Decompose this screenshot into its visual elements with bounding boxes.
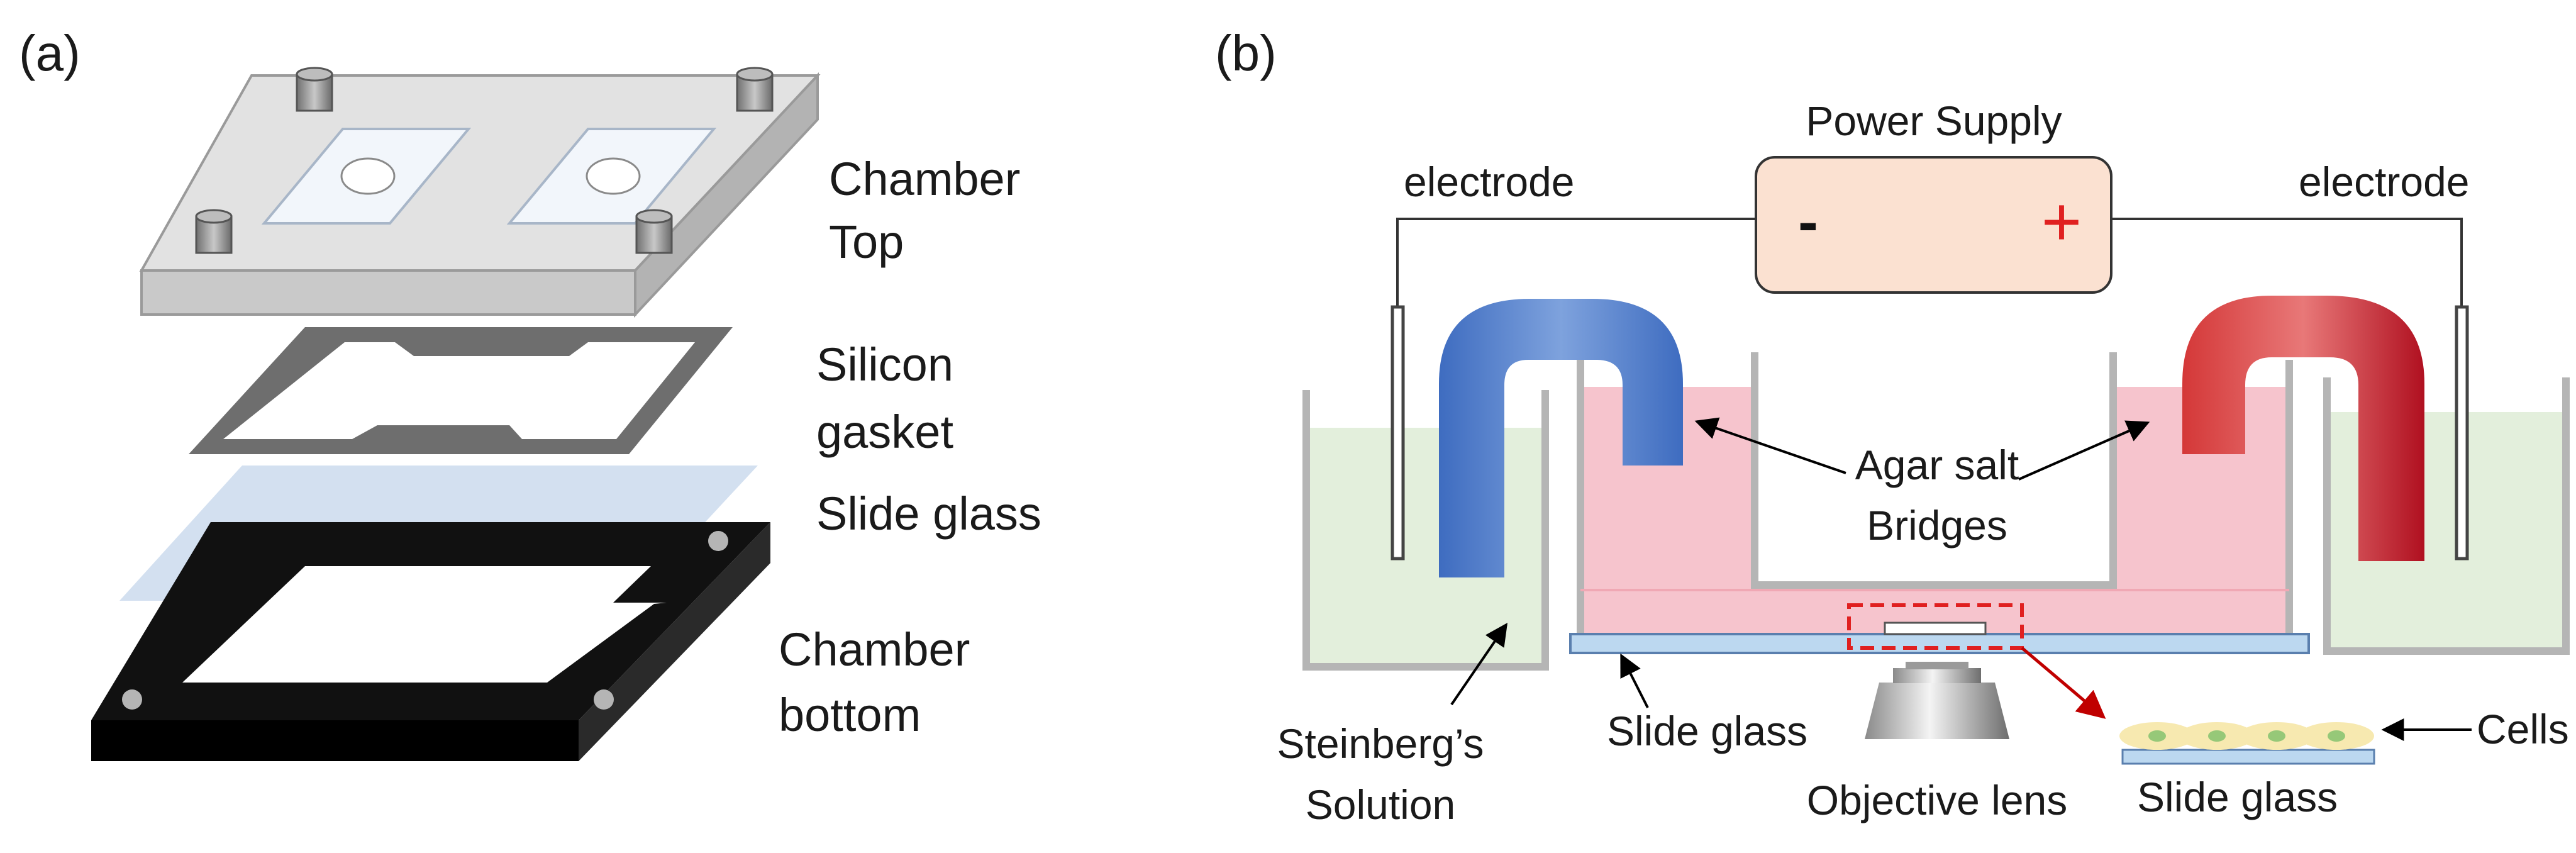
electrode-label-left: electrode [1404,159,1575,205]
panel-a: (a) [19,25,1041,761]
cell-nucleus [2328,730,2345,742]
agar-bridge-red [2182,296,2424,561]
slide-glass-center [1569,633,2310,654]
cells-inset [2119,722,2375,765]
agar-bridge-blue [1439,299,1683,577]
steinberg-label-1: Steinberg’s [1277,720,1484,767]
chamber-bottom-front [91,720,579,761]
chamber-top-front [140,269,636,316]
chamber-bottom-dot [708,531,728,551]
chamber-bottom-dot [122,689,142,710]
arrow-slide-glass [1620,653,1649,708]
cell-nucleus [2148,730,2166,742]
chamber-top [139,67,821,318]
wire-right [2111,218,2463,315]
objective-lens-tip [1893,668,1981,683]
power-supply-box [1755,156,2112,294]
chamber-bottom-label-2: bottom [779,689,921,741]
chamber-top-side [634,72,819,318]
beaker-left [1302,390,1549,671]
plus-sign: + [2041,183,2082,260]
chamber-top-label-1: Chamber [829,153,1020,205]
inner-well [1755,352,2113,585]
chamber-bottom-label-1: Chamber [779,623,970,676]
electrode-right [2455,305,2469,560]
screw [736,67,774,112]
chamber-top-face [139,74,821,272]
arrow-agar-left [1694,417,1846,474]
panel-a-label: (a) [19,25,80,81]
zoom-box [1847,603,2024,650]
chamber-hole-right [586,157,641,195]
inner-well-wall [1751,352,2117,589]
cell-nucleus [2268,730,2285,742]
arrow-agar-right [2018,420,2150,481]
zoom-arrow [2021,647,2106,719]
wire-left [1396,218,1756,315]
chamber-top-label-2: Top [829,216,904,268]
screw [635,209,673,254]
cell-nucleus [2208,730,2226,742]
steinberg-solution-left [1306,428,1545,666]
slide-glass-label-a: Slide glass [816,488,1041,540]
power-supply-label: Power Supply [1806,98,2062,144]
agar-label-2: Bridges [1867,502,2007,549]
silicon-gasket-label-1: Silicon [816,338,953,391]
silicon-gasket [189,327,733,454]
slide-glass-label-center: Slide glass [1607,708,1807,754]
silicon-gasket-label-2: gasket [816,406,953,458]
arrow-steinberg [1450,623,1508,706]
panel-b-label: (b) [1215,25,1277,81]
electrode-label-right: electrode [2299,159,2470,205]
slide-glass-label-inset: Slide glass [2137,774,2338,820]
minus-sign: - [1798,188,1818,255]
chamber-bottom-dot [594,689,614,710]
gasket-outline [189,327,733,454]
steinberg-label-2: Solution [1306,781,1456,828]
screw [195,209,233,254]
panel-b: (b) Power Supply - + electrode electrode [1215,25,2570,828]
cells-label: Cells [2477,706,2569,752]
objective-lens-body [1865,683,2009,739]
objective-lens-label: Objective lens [1807,777,2068,823]
beaker-right [2323,377,2570,655]
chamber-hole-left [340,157,396,195]
screw [296,67,333,112]
electrode-left [1391,305,1405,560]
agar-label-1: Agar salt [1855,442,2019,488]
sample-on-slide [1884,622,1987,635]
chamber-bottom-side [579,522,770,761]
chamber-bottom [91,522,770,761]
chamber-bottom-opening [182,566,667,683]
objective-lens-top [1906,662,1968,669]
slide-glass-inset [2121,749,2375,765]
